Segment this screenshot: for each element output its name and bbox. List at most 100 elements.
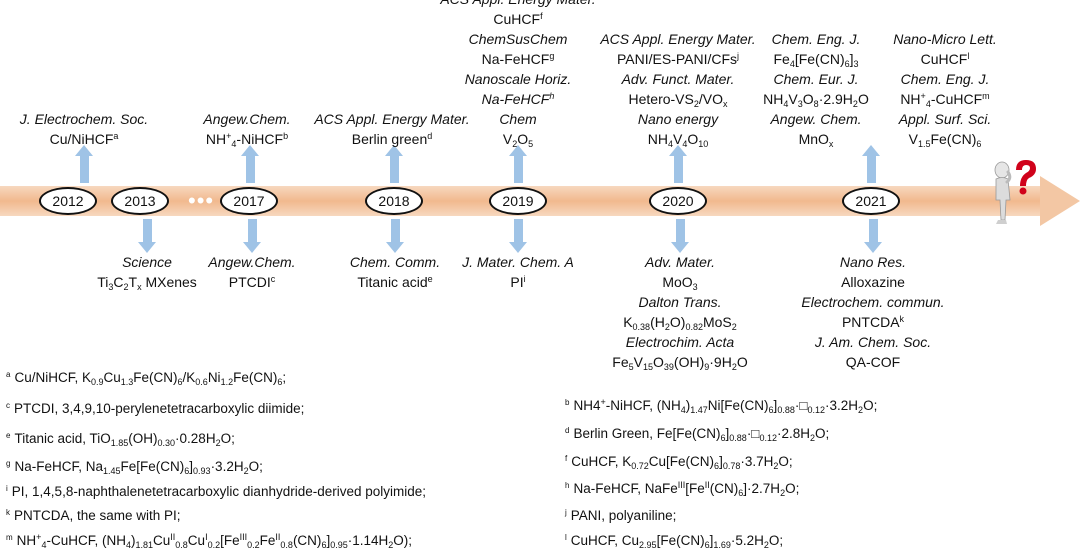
text-run: Chem. Eng. J. [771, 31, 861, 47]
text-run: V [502, 131, 513, 147]
label-stack-2018-top: ACS Appl. Energy Mater.Berlin greend [282, 109, 502, 149]
text-run: [Fe(CN) [656, 533, 705, 548]
down-arrow-2017 [242, 219, 261, 253]
text-run: V [908, 131, 918, 147]
journal-name: Na-FeHCFh [408, 89, 628, 109]
material-label: Alloxazine [763, 272, 983, 292]
text-run: ] [326, 533, 331, 548]
subscript: 6 [720, 433, 726, 443]
text-run: Cu/NiHCF [49, 131, 114, 147]
subscript: 0.38 [632, 322, 651, 332]
material-label: PNTCDAk [763, 312, 983, 332]
text-run: -NiHCF [236, 131, 284, 147]
footnote-marker: b [565, 398, 570, 407]
text-run: V [633, 354, 643, 370]
text-run: ·3.7H [740, 454, 774, 469]
down-arrow-2018 [385, 219, 404, 253]
text-run: Nano-Micro Lett. [893, 31, 997, 47]
text-run: CuHCF, Cu [570, 533, 640, 548]
subscript: 4 [789, 59, 795, 69]
text-run: (OH) [673, 354, 705, 370]
subscript: 1.85 [110, 438, 129, 448]
superscript: e [427, 274, 433, 284]
subscript: 2 [123, 282, 129, 292]
subscript: 0.9 [90, 377, 104, 387]
subscript: 15 [642, 362, 653, 372]
text-run: Angew.Chem. [208, 254, 296, 270]
footnote-marker: a [6, 370, 11, 379]
journal-name: Chem. Eng. J. [865, 69, 1025, 89]
subscript: 3 [692, 282, 698, 292]
footnote-marker: f [565, 454, 568, 463]
year-node-2018: 2018 [365, 187, 423, 215]
subscript: 4 [667, 139, 673, 149]
text-run: Fe [773, 51, 790, 67]
text-run: NH [205, 131, 227, 147]
subscript: x [828, 139, 834, 149]
journal-name: Nanoscale Horiz. [408, 69, 628, 89]
material-label: MoO3 [570, 272, 790, 292]
text-run: O; [768, 533, 784, 548]
up-arrow-2012 [74, 145, 93, 183]
text-run: V [672, 131, 683, 147]
text-run: Electrochem. commun. [801, 294, 945, 310]
subscript: 6 [277, 377, 283, 387]
subscript: 2 [664, 322, 670, 332]
text-run: Cu [187, 533, 206, 548]
subscript: 2 [858, 405, 864, 415]
subscript: 3 [797, 99, 803, 109]
material-label: Na-FeHCFg [408, 49, 628, 69]
text-run: O [857, 91, 869, 107]
text-run: O [653, 354, 664, 370]
superscript: k [899, 314, 905, 324]
text-run: Na-FeHCF, Na [14, 459, 103, 474]
journal-name: Nano-Micro Lett. [865, 29, 1025, 49]
journal-name: Chem [408, 109, 628, 129]
text-run: O) [669, 314, 686, 330]
text-run: Titanic acid [357, 274, 428, 290]
subscript: 0.12 [759, 433, 777, 443]
subscript: 39 [663, 362, 674, 372]
subscript: 5 [528, 139, 534, 149]
text-run: NH [900, 91, 921, 107]
text-run: Chem. Eng. J. [900, 71, 990, 87]
journal-name: Adv. Funct. Mater. [568, 69, 788, 89]
text-run: ) [130, 533, 136, 548]
subscript: 2 [763, 540, 769, 550]
superscript: a [113, 131, 119, 141]
subscript: 0.95 [330, 540, 348, 550]
footnote-marker: h [565, 481, 570, 490]
year-node-2013: 2013 [111, 187, 169, 215]
text-run: Nano Res. [839, 254, 907, 270]
journal-name: Dalton Trans. [570, 292, 790, 312]
thinking-person-question-mark-icon [994, 160, 1036, 224]
text-run: O [517, 131, 529, 147]
subscript: 2 [810, 433, 816, 443]
journal-name: Nano Res. [763, 252, 983, 272]
text-run: Fe [612, 354, 629, 370]
text-run: ; [282, 370, 287, 385]
label-stack-2017-top: Angew.Chem.NH+4-NiHCFb [137, 109, 357, 149]
text-run: T [128, 274, 138, 290]
down-arrow-2021 [863, 219, 882, 253]
text-run: Na-FeHCF, NaFe [573, 481, 678, 496]
text-run: Fe[Fe(CN) [120, 459, 185, 474]
journal-name: J. Electrochem. Soc. [0, 109, 194, 129]
subscript: 6 [976, 139, 982, 149]
text-run: CuHCF [493, 11, 541, 27]
down-arrow-2019 [508, 219, 527, 253]
superscript: II [275, 532, 281, 542]
text-run: ·5.2H [730, 533, 764, 548]
text-run: (OH) [128, 431, 158, 446]
text-run: ] [725, 426, 730, 441]
text-run: O; [785, 481, 800, 496]
superscript: III [677, 480, 686, 490]
year-node-2020: 2020 [649, 187, 707, 215]
